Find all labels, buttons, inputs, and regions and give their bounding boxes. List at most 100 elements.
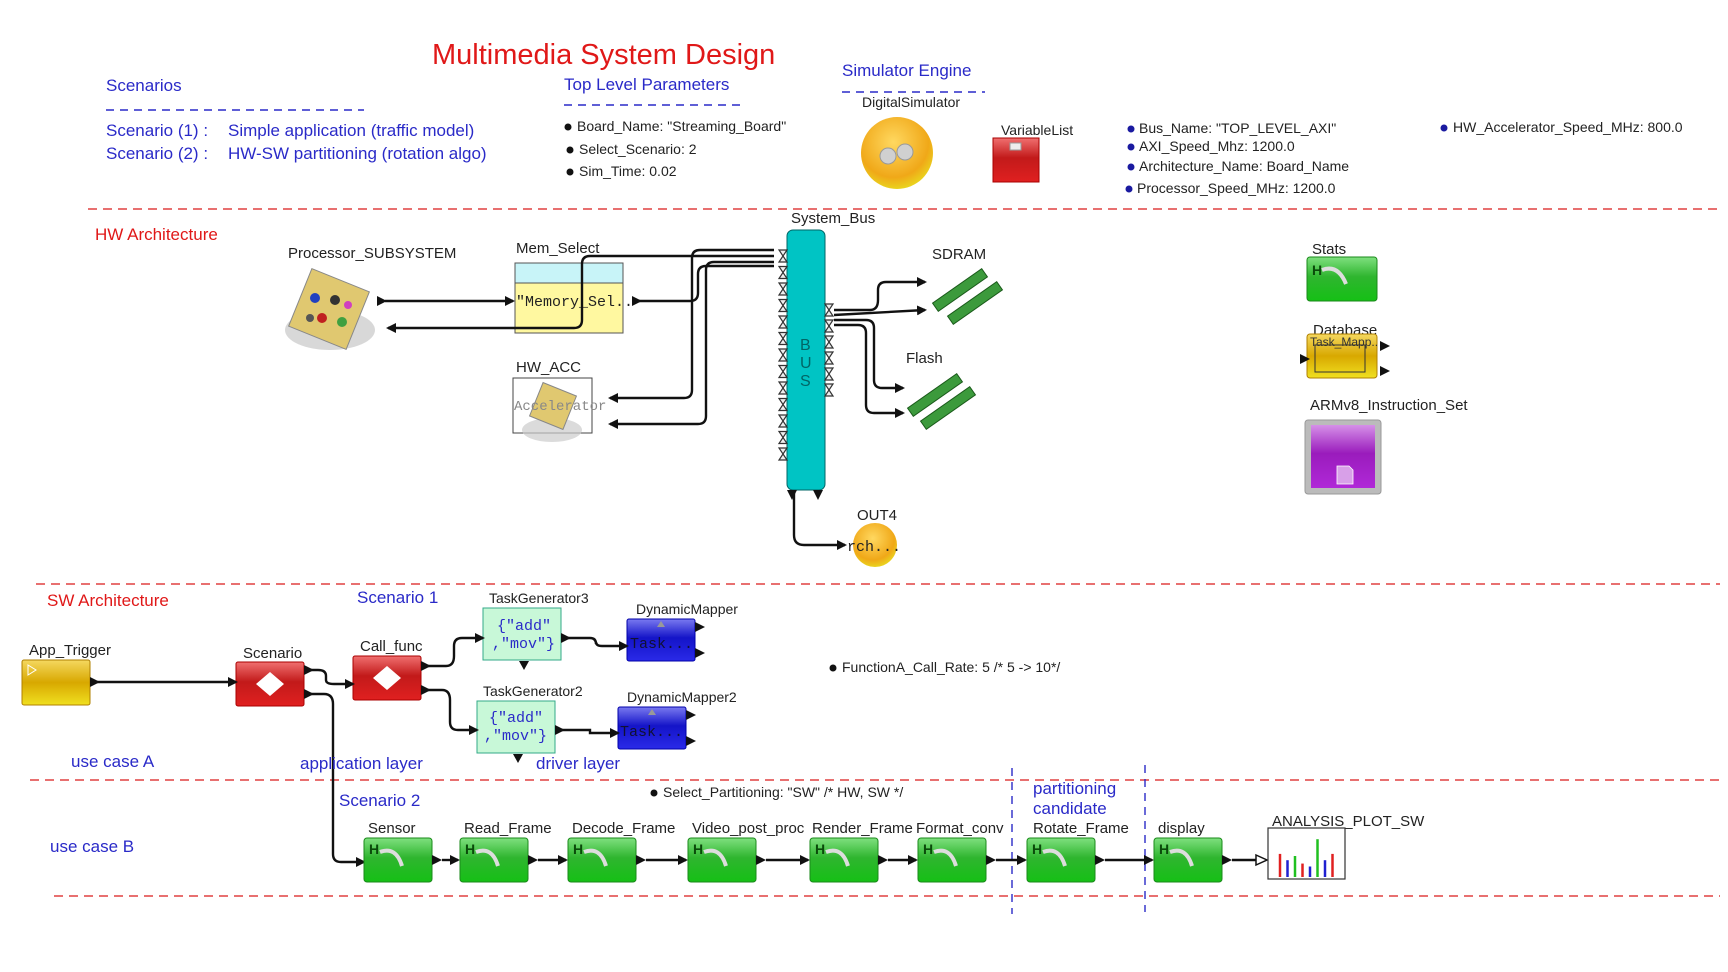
mapper1-block[interactable]: Task... xyxy=(626,618,705,662)
param-select-scenario: Select_Scenario: 2 xyxy=(579,141,697,157)
mem-select-value: "Memory_Sel.. xyxy=(516,294,633,311)
bus-port[interactable] xyxy=(777,315,789,329)
flash-block[interactable] xyxy=(906,373,977,430)
gear-icon xyxy=(879,143,914,165)
mem-select-block[interactable]: "Memory_Sel.. xyxy=(514,262,633,334)
h-icon: H xyxy=(815,841,825,857)
list-icon xyxy=(1009,142,1022,151)
processor-block[interactable] xyxy=(285,267,375,351)
param-sim-time: Sim_Time: 0.02 xyxy=(579,163,677,179)
bus-port[interactable] xyxy=(823,303,835,317)
pipeline-label: Rotate_Frame xyxy=(1033,820,1129,837)
curved-arrow-icon xyxy=(1169,848,1194,867)
bus-port[interactable] xyxy=(823,367,835,381)
app-trigger-label: App_Trigger xyxy=(29,642,111,659)
partitioning-candidate-line2: candidate xyxy=(1033,799,1107,818)
bus-ports-left xyxy=(777,249,789,461)
bus-port[interactable] xyxy=(777,447,789,461)
partitioning-candidate-line1: partitioning xyxy=(1033,779,1116,798)
sw-section-label: SW Architecture xyxy=(47,591,169,610)
variable-list-block[interactable] xyxy=(992,137,1040,183)
sdram-block[interactable] xyxy=(931,268,1004,325)
h-icon: H xyxy=(1032,841,1042,857)
app-trigger-block[interactable] xyxy=(21,659,91,706)
task-gen3-value-1: {"add" xyxy=(497,618,551,635)
bus-port[interactable] xyxy=(823,319,835,333)
scenario-2-annotation: Scenario 2 xyxy=(339,791,420,810)
database-block[interactable]: Task_Mapp.. xyxy=(1300,333,1390,379)
bus-letter-s: S xyxy=(800,373,811,390)
mapper1-label: DynamicMapper xyxy=(636,601,738,617)
mapper2-block[interactable]: Task... xyxy=(617,706,696,750)
bus-port[interactable] xyxy=(777,265,789,280)
table-icon xyxy=(1314,344,1366,373)
param-architecture-name: Architecture_Name: Board_Name xyxy=(1139,158,1349,174)
analysis-plot-label: ANALYSIS_PLOT_SW xyxy=(1272,813,1425,830)
variable-list-label: VariableList xyxy=(1001,122,1073,138)
stats-block[interactable]: H xyxy=(1306,256,1378,302)
sdram-label: SDRAM xyxy=(932,246,986,263)
param-processor-speed: Processor_Speed_MHz: 1200.0 xyxy=(1137,180,1336,196)
chip-icon xyxy=(306,293,352,327)
bus-port[interactable] xyxy=(777,430,789,445)
curved-arrow-icon xyxy=(583,848,608,867)
bar-chart-icon xyxy=(1278,839,1334,877)
task-gen2-label: TaskGenerator2 xyxy=(483,683,583,699)
bus-ports-right xyxy=(823,303,835,397)
digital-simulator-label: DigitalSimulator xyxy=(862,94,960,110)
bus-port[interactable] xyxy=(823,335,835,349)
out4-label: OUT4 xyxy=(857,507,897,524)
curved-arrow-icon xyxy=(379,848,404,867)
pipeline-label: Video_post_proc xyxy=(692,820,805,837)
curved-arrow-icon xyxy=(1042,848,1067,867)
bus-port[interactable] xyxy=(777,414,789,428)
bus-port[interactable] xyxy=(777,381,789,395)
analysis-plot-block[interactable] xyxy=(1267,827,1346,880)
use-case-b-label: use case B xyxy=(50,837,134,856)
top-level-params: Board_Name: "Streaming_Board" Select_Sce… xyxy=(564,118,786,179)
system-bus-label: System_Bus xyxy=(791,210,875,227)
scenario-1-annotation: Scenario 1 xyxy=(357,588,438,607)
bus-port[interactable] xyxy=(777,397,789,412)
hw-acc-label: HW_ACC xyxy=(516,359,581,376)
call-func-block[interactable] xyxy=(352,655,422,701)
database-value: Task_Mapp.. xyxy=(1310,335,1378,349)
bus-port[interactable] xyxy=(777,298,789,313)
digital-simulator-block[interactable] xyxy=(861,117,933,189)
h-icon: H xyxy=(573,841,583,857)
task-gen2-block[interactable]: {"add" ,"mov"} xyxy=(476,700,556,763)
bus-port[interactable] xyxy=(823,383,835,397)
task-gen3-value-2: ,"mov"} xyxy=(492,636,555,653)
memory-stick-icon xyxy=(906,373,977,430)
driver-layer-label: driver layer xyxy=(536,754,620,773)
scenarios-heading: Scenarios xyxy=(106,76,182,95)
instruction-set-block[interactable] xyxy=(1304,419,1382,495)
bus-port[interactable] xyxy=(777,348,789,362)
scenario-block[interactable] xyxy=(235,661,305,707)
out4-block[interactable]: rch... xyxy=(847,523,901,567)
param-board-name: Board_Name: "Streaming_Board" xyxy=(577,118,786,134)
call-func-label: Call_func xyxy=(360,638,423,655)
hw-acc-block[interactable]: Accelerator xyxy=(512,377,606,442)
mapper2-value: Task... xyxy=(620,724,683,741)
bus-port[interactable] xyxy=(777,331,789,346)
simulator-heading: Simulator Engine xyxy=(842,61,971,80)
bus-port[interactable] xyxy=(823,351,835,365)
bus-port[interactable] xyxy=(777,282,789,296)
bus-port[interactable] xyxy=(777,249,789,263)
param-hw-accelerator-speed: HW_Accelerator_Speed_MHz: 800.0 xyxy=(1453,119,1683,135)
hw-acc-inner-label: Accelerator xyxy=(514,399,606,415)
scenario-2-label: Scenario (2) : xyxy=(106,144,208,163)
task-gen3-block[interactable]: {"add" ,"mov"} xyxy=(482,607,562,670)
h-icon: H xyxy=(465,841,475,857)
bus-port[interactable] xyxy=(777,364,789,379)
system-bus-block[interactable]: B U S xyxy=(777,229,835,500)
